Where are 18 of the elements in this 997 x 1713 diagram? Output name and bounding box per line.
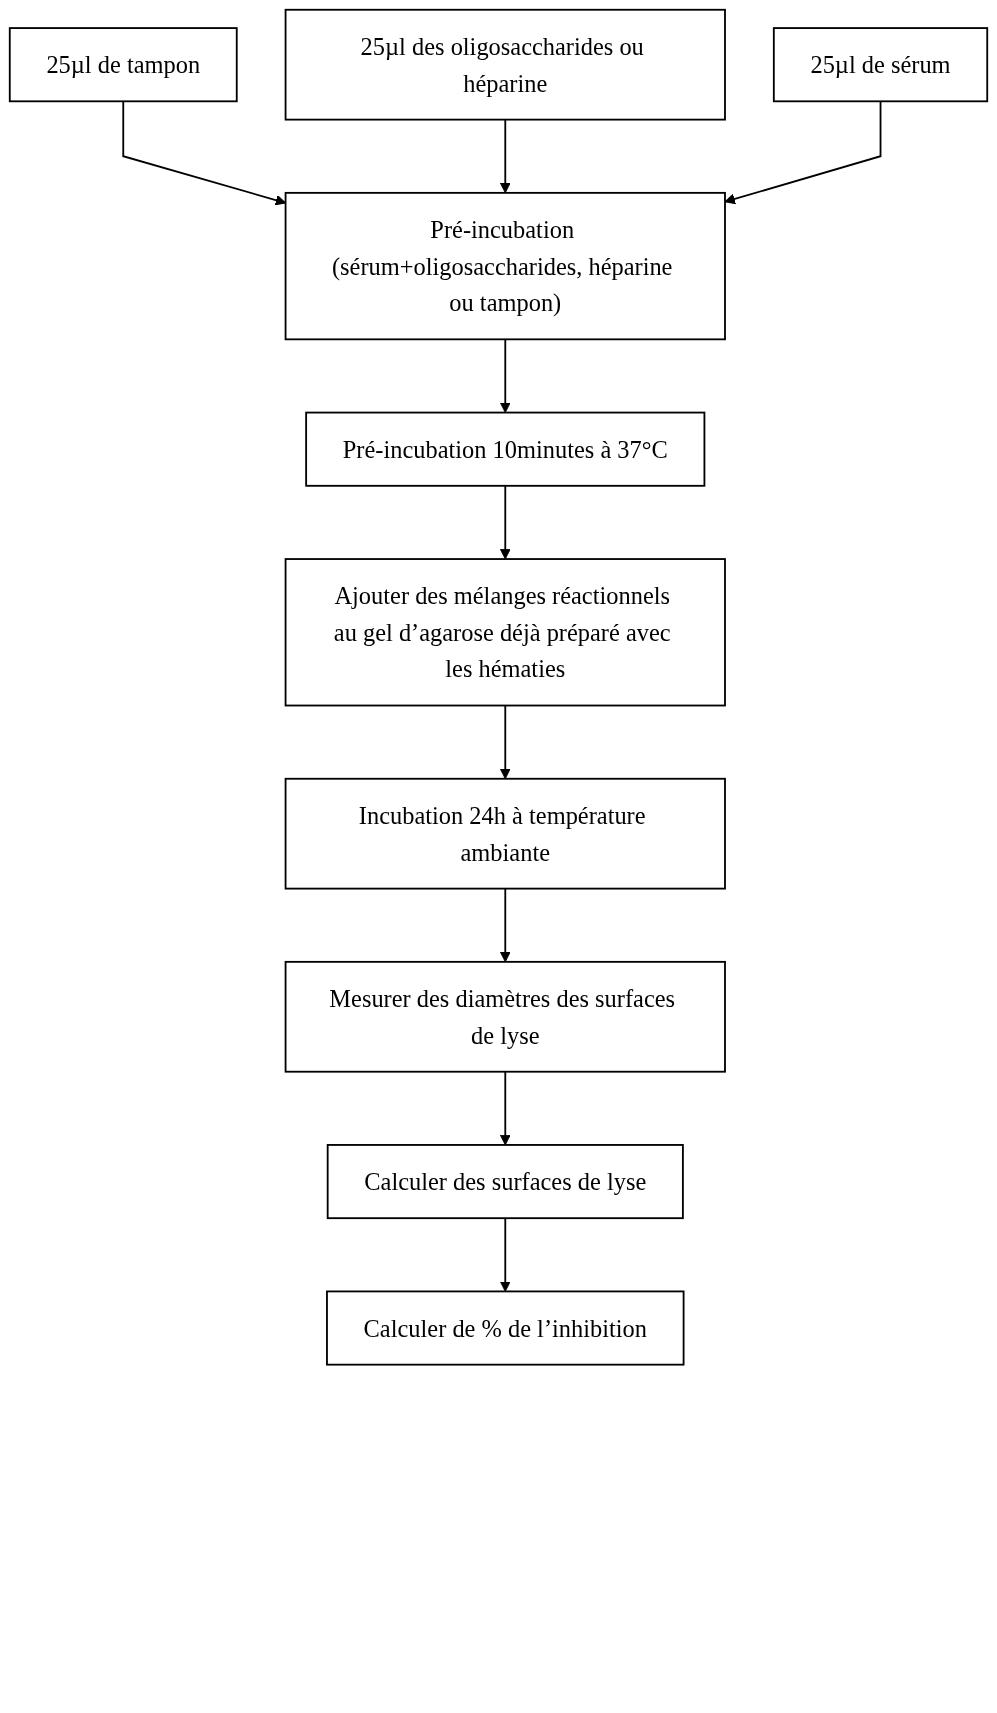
node-box: Mesurer des diamètres des surfaces de lyse bbox=[284, 960, 726, 1073]
node-box: Ajouter des mélanges réactionnels au gel d’agarose déjà préparé avec les hématies bbox=[284, 558, 726, 707]
arrow bbox=[499, 1217, 511, 1292]
node-box: 25µl de tampon bbox=[8, 27, 238, 103]
node-box: Calculer de % de l’inhibition bbox=[326, 1290, 685, 1366]
node-box: 25µl des oligosaccharides ou héparine bbox=[284, 8, 726, 121]
node-box: Calculer des surfaces de lyse bbox=[326, 1144, 684, 1220]
arrow bbox=[499, 1070, 511, 1146]
node-box: 25µl de sérum bbox=[772, 27, 989, 103]
arrow bbox=[499, 704, 511, 780]
node-box: Pré-incubation 10minutes à 37°C bbox=[305, 411, 706, 487]
arrow bbox=[499, 338, 511, 414]
node-box: Pré-incubation (sérum+oligosaccharides, héparine ou tampon) bbox=[284, 191, 726, 341]
arrow bbox=[499, 484, 511, 560]
arrow bbox=[499, 887, 511, 963]
node-box: Incubation 24h à température ambiante bbox=[284, 777, 726, 890]
arrow bbox=[499, 118, 511, 194]
arrow bbox=[724, 100, 882, 205]
